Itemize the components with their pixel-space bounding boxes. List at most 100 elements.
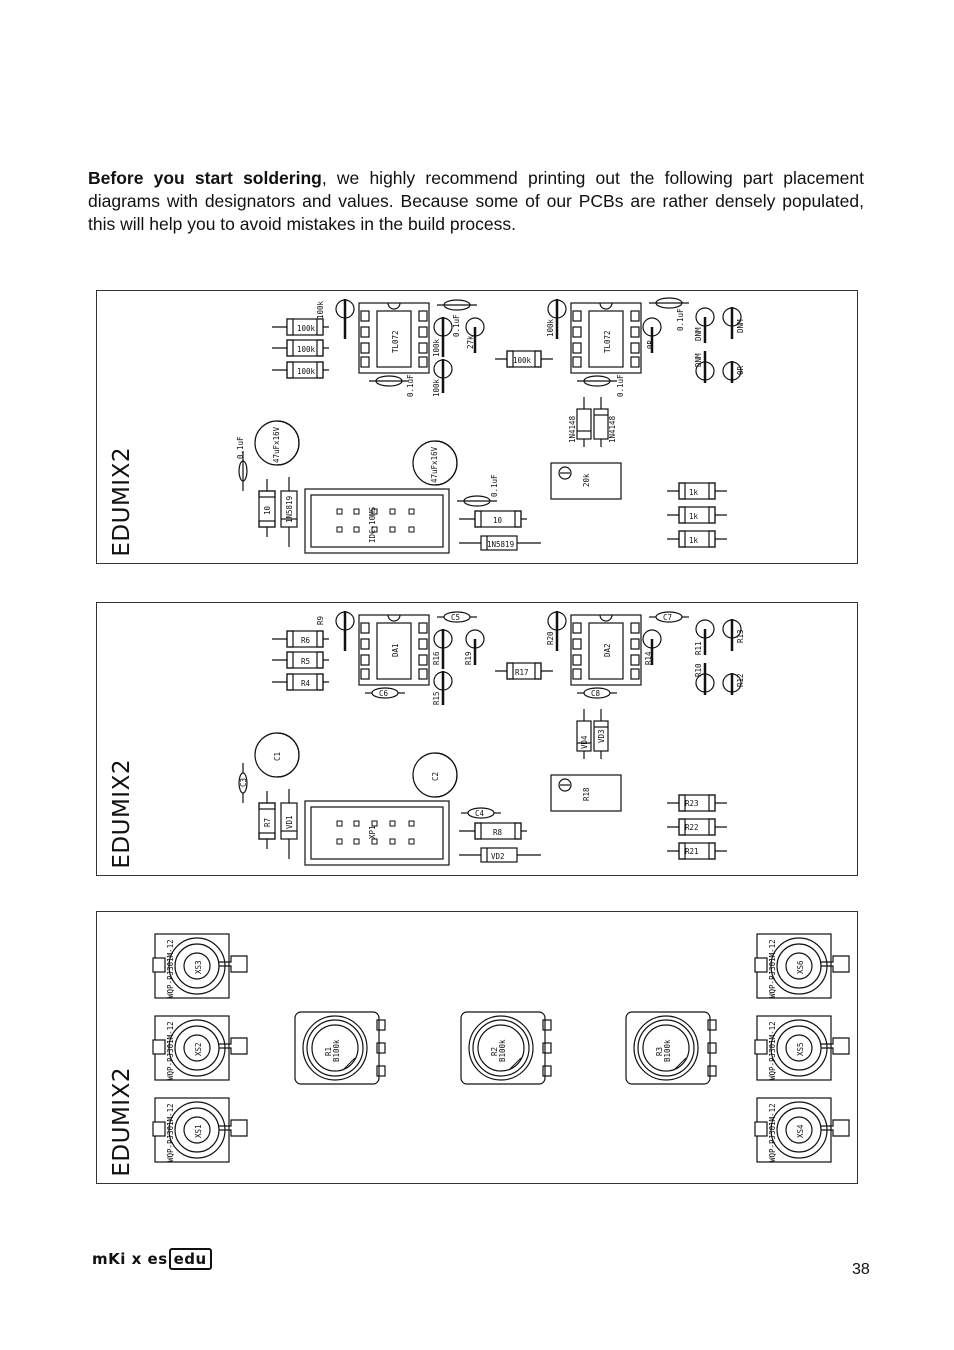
pot-value-label: B100k [498,1039,507,1062]
label-cap-e: 0.1uF [236,436,245,459]
potentiometer [460,1011,552,1085]
label-diode-b: VD3 [597,729,606,743]
jack-part-label: WQP-PJ301M-12 [768,939,777,998]
label-dnm-3: DNM [736,319,745,333]
jack-part-label: WQP-PJ301M-12 [768,1021,777,1080]
label-cap-a: 0.1uF [452,314,461,337]
pot-ref-label: R1 [324,1047,333,1056]
jack [152,1015,248,1081]
label-header: XP1 [368,825,377,839]
jack-part-label: WQP-PJ301M-12 [768,1103,777,1162]
board-values-diagram: 100k 100k 100k 100k TL072 0.1uF 0.1uF 10… [96,290,858,564]
jack [152,933,248,999]
jack-ref-label: XS3 [194,960,203,974]
potentiometer [625,1011,717,1085]
jack-part-label: WQP-PJ301M-12 [166,1021,175,1080]
label-cap-f: 0.1uF [490,474,499,497]
label-cap-c: C7 [663,613,672,622]
label-diode-a: VD4 [580,735,589,749]
label-elec-2: 47uFx16V [430,446,439,483]
jack-ref-label: XS5 [796,1042,805,1056]
label-ic2: TL072 [603,330,612,353]
label-res-27k: R19 [464,651,473,665]
label-trim: 20k [582,473,591,487]
board-labels: 100k 100k 100k 100k TL072 0.1uF 0.1uF 10… [236,300,745,549]
label-res-r3: R21 [685,847,699,856]
label-elec-2: C2 [431,772,440,781]
label-res-r1: 1k [689,488,699,497]
board-title: EDUMIX2 [109,1067,135,1177]
label-res-r1: R23 [685,799,699,808]
label-cap-d: 0.1uF [616,374,625,397]
label-dnm-1: DNM [694,327,703,341]
board-title: EDUMIX2 [109,759,135,869]
label-res-mid: R17 [515,668,529,677]
label-top-res: 100k [316,300,325,319]
board-designators-diagram: R6 R5 R4 R9 DA1 C5 C6 R16 R15 R19 R17 R2… [96,602,858,876]
label-diode-5819: VD1 [285,815,294,829]
label-res-10: R7 [263,818,272,827]
label-cap-b: C6 [379,689,389,698]
intro-bold: Before you start soldering [88,168,322,188]
label-res-10b: R8 [493,828,503,837]
label-res-r3: 1k [689,536,699,545]
label-cap-f: C4 [475,809,485,818]
label-res-ic1-right: 100k [432,338,441,357]
label-trim: R18 [582,787,591,801]
intro-paragraph: Before you start soldering, we highly re… [88,167,864,236]
label-res-1: 100k [297,324,316,333]
label-res-0r: R14 [644,651,653,665]
label-res-10: 10 [263,505,272,515]
label-cap-d: C8 [591,689,601,698]
board-panel-diagram: WQP-PJ301M-12 XS3 WQP-PJ301M-12 XS2 WQP-… [96,911,858,1184]
label-cap-a: C5 [451,613,460,622]
board-panel-svg: WQP-PJ301M-12 XS3 WQP-PJ301M-12 XS2 WQP-… [152,933,850,1163]
label-res-3: 100k [297,367,316,376]
label-header: IDC-10MS [368,506,377,543]
label-res-27k: 27k [466,335,475,349]
logo-box-text: edu [168,1248,212,1270]
pot-ref-label: R3 [655,1047,664,1056]
pot-value-label: B100k [663,1039,672,1062]
potentiometer [294,1011,386,1085]
label-dnm-1: R11 [694,641,703,655]
label-diode-5819: 1N5819 [285,496,294,523]
label-dnm-2: R10 [694,663,703,677]
label-ic2: DA2 [603,643,612,657]
jack-ref-label: XS4 [796,1124,805,1138]
label-res-2: 100k [297,345,316,354]
label-res-ic2-left: 100k [546,318,555,337]
label-dnm-2: DNM [694,353,703,367]
label-dnm-3: R13 [736,629,745,643]
label-ic1: DA1 [391,643,400,657]
label-res-0r2: 0R [736,365,745,375]
pot-ref-label: R2 [490,1047,499,1056]
label-res-2: R5 [301,657,310,666]
label-diode-b: 1N4148 [608,415,617,443]
jack-ref-label: XS1 [194,1124,203,1138]
label-res-10b: 10 [493,516,503,525]
board-values-svg: 100k 100k 100k 100k TL072 0.1uF 0.1uF 10… [236,297,745,554]
label-diode-5819b: VD2 [491,852,505,861]
label-elec-1: C1 [273,752,282,761]
jack-ref-label: XS6 [796,960,805,974]
jack [754,1015,850,1081]
jack [754,933,850,999]
board-title: EDUMIX2 [109,447,135,557]
jack-ref-label: XS2 [194,1042,203,1056]
label-res-0r: 0R [646,339,655,349]
label-res-ic1-right2: 100k [432,378,441,397]
label-cap-c: 0.1uF [676,308,685,331]
label-res-ic1-right: R16 [432,651,441,665]
label-res-3: R4 [301,679,311,688]
page-number: 38 [852,1261,870,1278]
label-res-ic1-right2: R15 [432,691,441,705]
label-cap-e: C3 [239,778,248,787]
label-res-r2: 1k [689,512,699,521]
label-ic1: TL072 [391,330,400,353]
label-res-0r2: R12 [736,673,745,687]
resistor [272,318,329,336]
board-labels: R6 R5 R4 R9 DA1 C5 C6 R16 R15 R19 R17 R2… [239,613,745,861]
label-diode-a: 1N4148 [568,415,577,443]
